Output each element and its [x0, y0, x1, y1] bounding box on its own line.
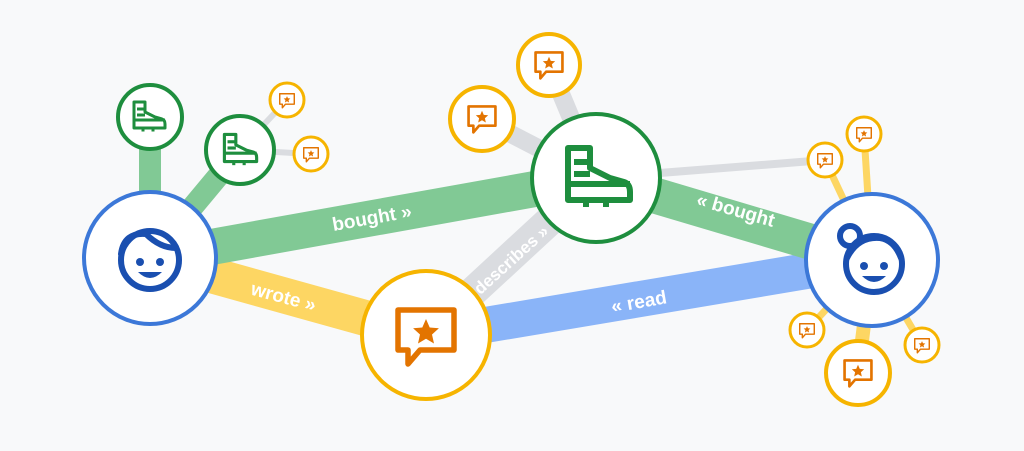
- person-node-right: [804, 192, 940, 328]
- review-node-tiny-2: [292, 135, 330, 173]
- review-node-tiny-3: [845, 115, 883, 153]
- boot-node-small-2: [204, 114, 276, 186]
- review-node-tiny-4: [806, 141, 844, 179]
- review-node-tiny-1: [268, 81, 306, 119]
- boot-node-small-1: [116, 83, 184, 151]
- review-node-center: [360, 269, 492, 401]
- review-node-tiny-5: [788, 311, 826, 349]
- review-node-tiny-6: [903, 326, 941, 364]
- review-node-lower-right: [824, 339, 892, 407]
- person-node-left: [82, 190, 218, 326]
- edge-read: [423, 242, 875, 353]
- edge-bought-left: [146, 160, 600, 276]
- boot-node-center: [530, 112, 662, 244]
- review-node-top: [516, 32, 582, 98]
- review-node-upper-left: [448, 85, 516, 153]
- edge-label-describes: describes »: [470, 222, 552, 299]
